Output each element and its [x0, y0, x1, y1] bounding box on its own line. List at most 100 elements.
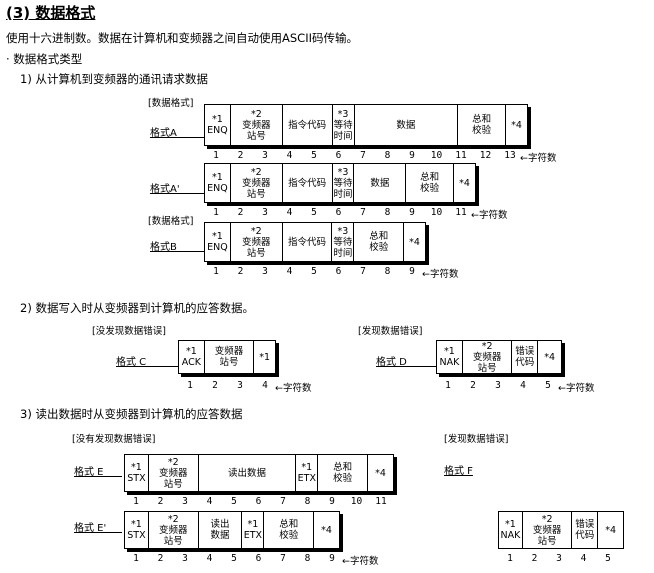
frame-cell: 指令代码 — [281, 164, 332, 202]
char-index: 5 — [311, 150, 317, 161]
leader-line — [150, 137, 204, 138]
char-count-legend: ←字符数 — [275, 383, 312, 394]
char-index: 5 — [605, 553, 611, 564]
frame-cell: *3 等待 时间 — [331, 223, 353, 261]
frame-shadow — [181, 374, 279, 377]
frame-cell: *4 — [313, 512, 339, 548]
char-index: 9 — [409, 150, 415, 161]
frame-shadow — [439, 374, 565, 377]
frame-cell: *1 ENQ — [207, 114, 228, 136]
format-f-label: 格式 F — [444, 466, 473, 477]
leader-line — [376, 366, 436, 367]
frame-cell: *1 STX — [127, 519, 146, 541]
frame-cell: *4 — [537, 341, 561, 373]
frame-cell: *1 ENQ — [207, 231, 228, 253]
frame-cell: *1 ETX — [295, 455, 317, 491]
frame-cell: *1 ENQ — [207, 172, 228, 194]
frame-cell: *2 变频器 站号 — [229, 105, 282, 145]
frame-cell: *4 — [403, 223, 425, 261]
char-index: 2 — [470, 380, 476, 391]
char-index: 1 — [445, 380, 451, 391]
frame-shadow — [528, 107, 531, 149]
data-format-label-2: [数据格式] — [148, 216, 194, 227]
char-index: 10 — [430, 150, 443, 161]
frame-cell: *1 NAK — [439, 346, 460, 368]
frame-cell: *4 — [367, 455, 393, 491]
intro-text: 使用十六进制数。数据在计算机和变频器之间自动使用ASCII码传输。 — [6, 31, 358, 45]
char-index: 8 — [384, 150, 391, 161]
frame-shadow — [426, 225, 429, 265]
frame-box: *1 ENQ*2 变频器 站号指令代码*3 等待 时间总和 校验*4 — [204, 222, 426, 262]
char-index: 2 — [157, 496, 164, 507]
char-index: 7 — [280, 496, 286, 507]
subsection-1-title: 1) 从计算机到变频器的通讯请求数据 — [20, 72, 208, 86]
frame-cell: *2 变频器 站号 — [147, 455, 198, 491]
char-index: 2 — [237, 207, 244, 218]
frame-cell: 读出数据 — [197, 455, 296, 491]
frame-cell: *4 — [597, 512, 623, 548]
frame-cell: *3 等待 时间 — [331, 105, 354, 145]
char-index: 4 — [520, 380, 526, 391]
error-label: [发现数据错误] — [358, 326, 423, 337]
frame-cell: *3 等待 时间 — [331, 164, 354, 202]
char-index: 8 — [304, 496, 311, 507]
char-index: 3 — [182, 496, 188, 507]
frame-cell: *1 — [253, 341, 275, 373]
char-index: 2 — [237, 150, 244, 161]
frame-cell: 总和 校验 — [353, 223, 403, 261]
char-index: 7 — [280, 553, 286, 564]
char-index: 2 — [157, 553, 164, 564]
char-index: 3 — [182, 553, 188, 564]
frame-shadow — [127, 492, 397, 495]
frame-cell: 总和 校验 — [317, 455, 367, 491]
char-index: 3 — [262, 207, 268, 218]
char-index: 12 — [479, 150, 492, 161]
char-index: 3 — [495, 380, 501, 391]
bullet-text: · 数据格式类型 — [6, 52, 83, 66]
format-e-label: 格式 E — [74, 467, 104, 478]
char-index: 4 — [206, 553, 213, 564]
frame-box: *1 ENQ*2 变频器 站号指令代码*3 等待 时间数据总和 校验*4 — [204, 163, 476, 203]
frame-cell: *2 变频器 站号 — [521, 512, 572, 548]
format-e2-label: 格式 E' — [74, 523, 107, 534]
frame-cell: *1 STX — [127, 462, 146, 484]
frame-cell: *2 变频器 站号 — [229, 164, 282, 202]
char-index: 7 — [360, 150, 366, 161]
frame-cell: *4 — [505, 105, 527, 145]
format-a2-label: 格式A' — [150, 184, 180, 195]
char-index: 5 — [311, 266, 317, 277]
frame-shadow — [207, 146, 531, 149]
char-index: 11 — [375, 496, 387, 507]
char-index: 1 — [213, 150, 219, 161]
char-index: 4 — [206, 496, 213, 507]
char-index: 9 — [329, 496, 335, 507]
char-index: 5 — [231, 553, 237, 564]
leader-line — [150, 251, 204, 252]
frame-shadow — [476, 166, 479, 206]
char-index: 4 — [286, 266, 293, 277]
frame-box: *1 ENQ*2 变频器 站号指令代码*3 等待 时间数据总和 校验*4 — [204, 104, 528, 146]
data-format-label: [数据格式] — [148, 98, 194, 109]
frame-cell: *2 变频器 站号 — [229, 223, 282, 261]
char-index: 6 — [255, 496, 262, 507]
frame-shadow — [562, 343, 565, 377]
frame-cell: *1 ETX — [241, 512, 263, 548]
char-index: 13 — [504, 150, 516, 161]
frame-shadow — [340, 514, 343, 552]
char-index: 7 — [360, 207, 366, 218]
char-index: 10 — [350, 496, 363, 507]
frame-cell: 变频器 站号 — [203, 341, 253, 373]
frame-cell: 总和 校验 — [405, 164, 453, 202]
char-index: 1 — [187, 380, 193, 391]
char-index: 11 — [455, 207, 467, 218]
frame-cell: 数据 — [353, 164, 405, 202]
frame-shadow — [127, 549, 343, 552]
char-count-legend: ←字符数 — [520, 153, 557, 164]
format-c-label: 格式 C — [116, 357, 147, 368]
char-index: 9 — [409, 266, 415, 277]
frame-cell: *4 — [453, 164, 475, 202]
char-index: 6 — [255, 553, 262, 564]
no-error-label-3: [没有发现数据错误] — [72, 434, 156, 445]
subsection-2-title: 2) 数据写入时从变频器到计算机的应答数据。 — [20, 301, 254, 315]
